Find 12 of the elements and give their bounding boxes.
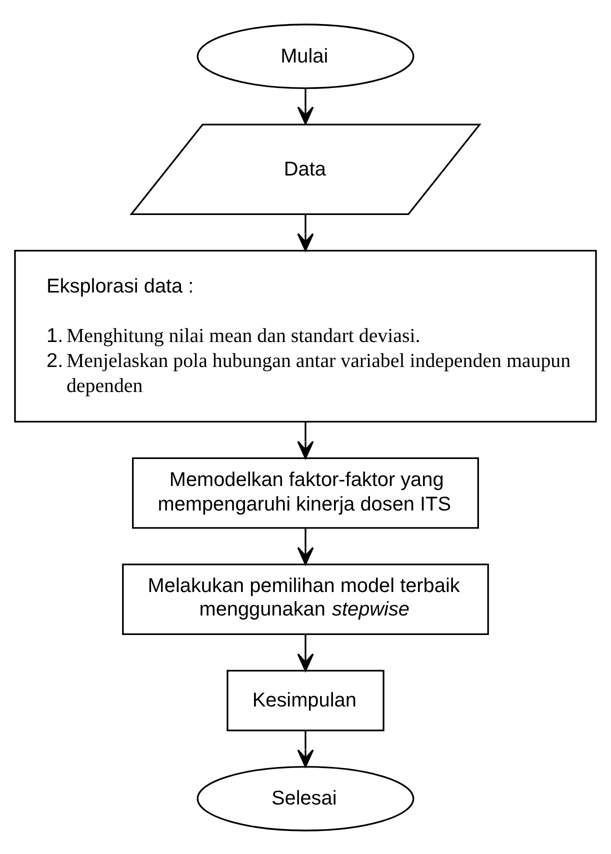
node-ellipse: Mulai <box>196 23 414 88</box>
arrow <box>297 730 314 767</box>
node-box: Eksplorasi data : 1. Menghitung nilai mean dan standart deviasi. 2. Menjelaskan pola hubungan antar variabel independen maupun dependen <box>14 249 597 422</box>
arrow <box>297 528 314 565</box>
node-box: Memodelkan faktor-faktor yang mempengaruhi kinerja dosen ITS <box>132 456 479 528</box>
arrow <box>297 421 314 459</box>
arrow <box>297 88 314 124</box>
node-ellipse: Selesai <box>196 766 414 831</box>
arrow <box>297 634 314 672</box>
arrow <box>297 214 314 251</box>
node-box: Melakukan pemilihan model terbaik menggunakan stepwise <box>122 563 489 634</box>
node-box: Kesimpulan <box>226 669 384 731</box>
